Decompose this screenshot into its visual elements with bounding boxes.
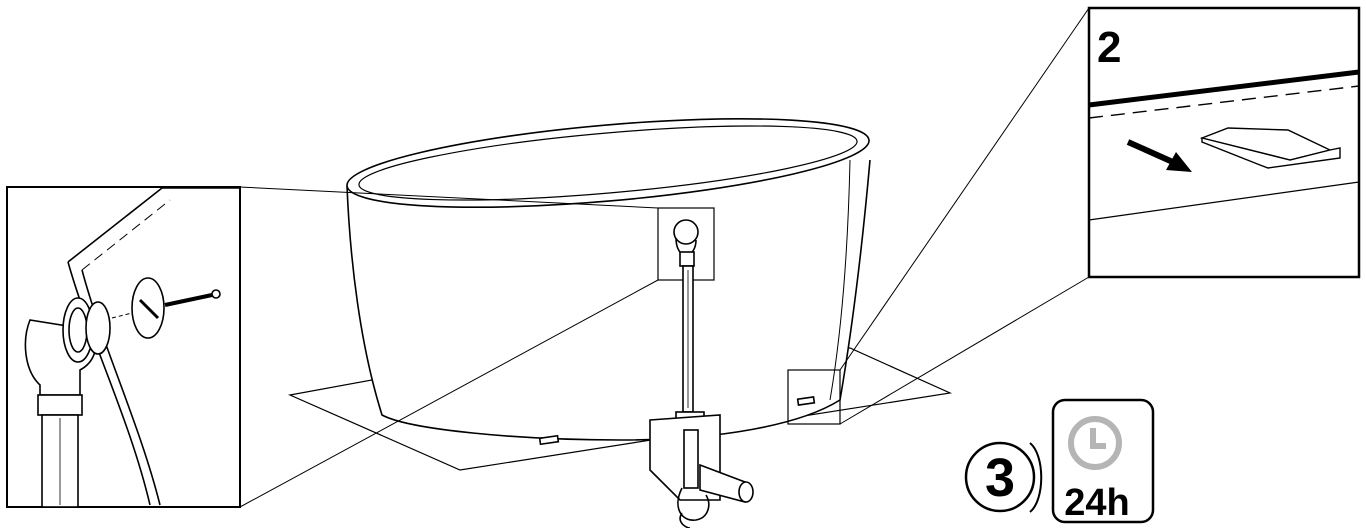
- foot-detail-box: [787, 369, 841, 425]
- inset-step-label: 2: [1097, 23, 1121, 72]
- bathtub: [346, 117, 871, 446]
- inset-step-2: 2: [1087, 6, 1361, 279]
- wait-duration-label: 24h: [1064, 482, 1129, 524]
- inset-overflow-detail: [6, 186, 241, 508]
- foot-pad: [1199, 127, 1341, 169]
- clock-icon: [1068, 416, 1122, 470]
- step-3-circle: [964, 441, 1036, 513]
- step-3-wait: 3 24h: [964, 398, 1155, 524]
- drain-pipe: [649, 207, 754, 528]
- wait-step-label: 3: [985, 448, 1015, 508]
- arrow-icon: [1126, 139, 1192, 172]
- callout-lines: [239, 7, 1090, 508]
